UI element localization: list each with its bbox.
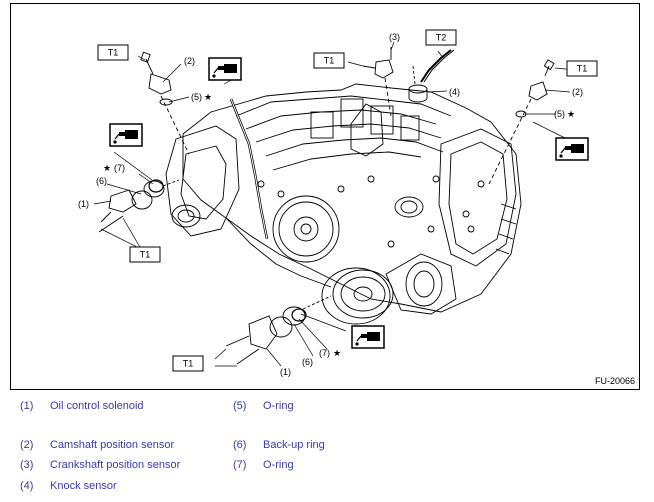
torque-box-t1-upper-left: T1 xyxy=(97,44,129,61)
callout-7-bottom: (7) xyxy=(319,348,330,358)
oil-apply-icon xyxy=(109,123,143,147)
camshaft-sensor-right xyxy=(488,59,555,185)
callout-5-left: (5) xyxy=(191,92,202,102)
engine-drawing: T1 T1 T2 T1 T1 T1 (2) (5) xyxy=(78,29,598,377)
star-icon: ★ xyxy=(333,348,341,358)
camshaft-sensor-left xyxy=(140,51,190,155)
star-icon: ★ xyxy=(204,92,212,102)
knock-sensor xyxy=(408,49,455,103)
legend: (1)Oil control solenoid (2)Camshaft posi… xyxy=(20,400,325,492)
exploded-diagram: T1 T1 T2 T1 T1 T1 (2) (5) xyxy=(10,3,640,390)
torque-box-t1-right: T1 xyxy=(566,60,598,77)
oil-control-solenoid-lower xyxy=(225,295,332,365)
oil-control-solenoid-upper xyxy=(98,179,180,233)
callout-1-lower: (1) xyxy=(280,367,291,377)
star-icon: ★ xyxy=(103,163,111,173)
torque-box-t2: T2 xyxy=(425,29,457,46)
callout-5-right: (5) xyxy=(554,109,565,119)
callout-3: (3) xyxy=(389,32,400,42)
o-rings xyxy=(148,179,307,322)
callout-2-right: (2) xyxy=(572,87,583,97)
engine-block xyxy=(165,83,522,325)
svg-text:T1: T1 xyxy=(324,56,335,66)
star-icon: ★ xyxy=(567,109,575,119)
svg-text:T1: T1 xyxy=(108,48,119,58)
torque-box-t1-left: T1 xyxy=(129,246,161,263)
callout-labels: (2) (5) ★ (3) (4) (2) (5) ★ ★ (7) (6) (1… xyxy=(78,32,583,377)
callout-2-left: (2) xyxy=(184,56,195,66)
svg-text:T1: T1 xyxy=(140,250,151,260)
leader-lines xyxy=(93,41,578,367)
callout-1-upper: (1) xyxy=(78,199,89,209)
callout-6-bottom: (6) xyxy=(302,357,313,367)
svg-text:T1: T1 xyxy=(183,359,194,369)
callout-6-left: (6) xyxy=(96,176,107,186)
dipstick-tube xyxy=(229,98,269,240)
svg-text:T2: T2 xyxy=(436,33,447,43)
torque-box-t1-bottom: T1 xyxy=(172,355,204,372)
callout-4: (4) xyxy=(449,87,460,97)
oil-apply-icon xyxy=(208,57,242,81)
torque-box-t1-top-center: T1 xyxy=(313,52,345,69)
callout-7-left: (7) xyxy=(114,163,125,173)
oil-apply-icon xyxy=(555,137,589,161)
figure-id: FU-20066 xyxy=(594,376,635,386)
oil-apply-icon xyxy=(351,325,385,349)
svg-text:T1: T1 xyxy=(577,64,588,74)
